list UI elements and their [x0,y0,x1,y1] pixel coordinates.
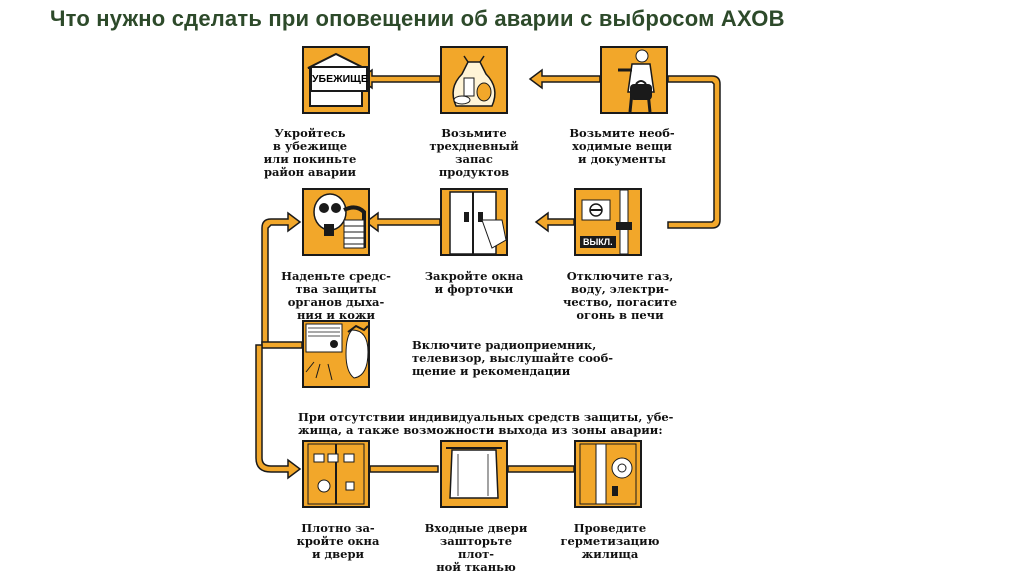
sealing-tape-icon [579,443,637,505]
connector-right-loop [667,75,721,229]
connector-bottom-1 [369,465,439,473]
switch-off-badge: ВЫКЛ. [580,236,616,248]
switch-off-icon [581,190,632,254]
arrow-food-shelter [358,68,441,90]
protect-caption: Наденьте средс- тва защиты органов дыха-… [281,269,391,322]
connector-left-spine-bottom [255,344,302,480]
connector-left-spine-top [261,211,302,346]
shelter-caption: Укройтесь в убежище или покиньте район а… [263,126,357,179]
page-title: Что нужно сделать при оповещении об авар… [50,6,785,31]
windows-panel [440,188,508,256]
arrow-windows-protect [364,211,441,233]
things-caption: Возьмите необ- ходимые вещи и документы [569,126,675,166]
utilities-caption: Отключите газ, воду, электри- чество, по… [562,269,678,322]
food-caption: Возьмите трехдневный запас продуктов [429,126,519,179]
radio-listener-icon [305,323,368,381]
sealed-door-icon [307,443,365,505]
arrow-utilities-windows [534,211,575,233]
curtain-icon [446,447,502,499]
radio-caption: Включите радиоприемник, телевизор, выслу… [412,338,614,378]
radio-panel [302,320,370,388]
utilities-panel: ВЫКЛ. [574,188,642,256]
seal-doors-caption: Плотно за- кройте окна и двери [296,521,380,561]
windows-caption: Закройте окна и форточки [424,269,524,296]
connector-bottom-2 [507,465,575,473]
seal-doors-panel [302,440,370,508]
shelter-panel: УБЕЖИЩЕ [302,46,370,114]
things-panel [600,46,668,114]
gas-mask-icon [313,193,366,249]
hermetic-panel [574,440,642,508]
food-panel [440,46,508,114]
no-protection-note: При отсутствии индивидуальных средств за… [298,410,674,437]
food-bag-icon [452,55,496,107]
curtain-panel [440,440,508,508]
shelter-sign: УБЕЖИЩЕ [310,66,368,92]
person-with-bag-icon [618,49,655,112]
curtain-caption: Входные двери зашторьте плот- ной тканью [424,521,528,574]
hermetic-caption: Проведите герметизацию жилища [560,521,660,561]
arrow-things-food [528,68,601,90]
connector-radio-branch [261,341,303,349]
window-close-icon [449,191,506,254]
protect-panel [302,188,370,256]
